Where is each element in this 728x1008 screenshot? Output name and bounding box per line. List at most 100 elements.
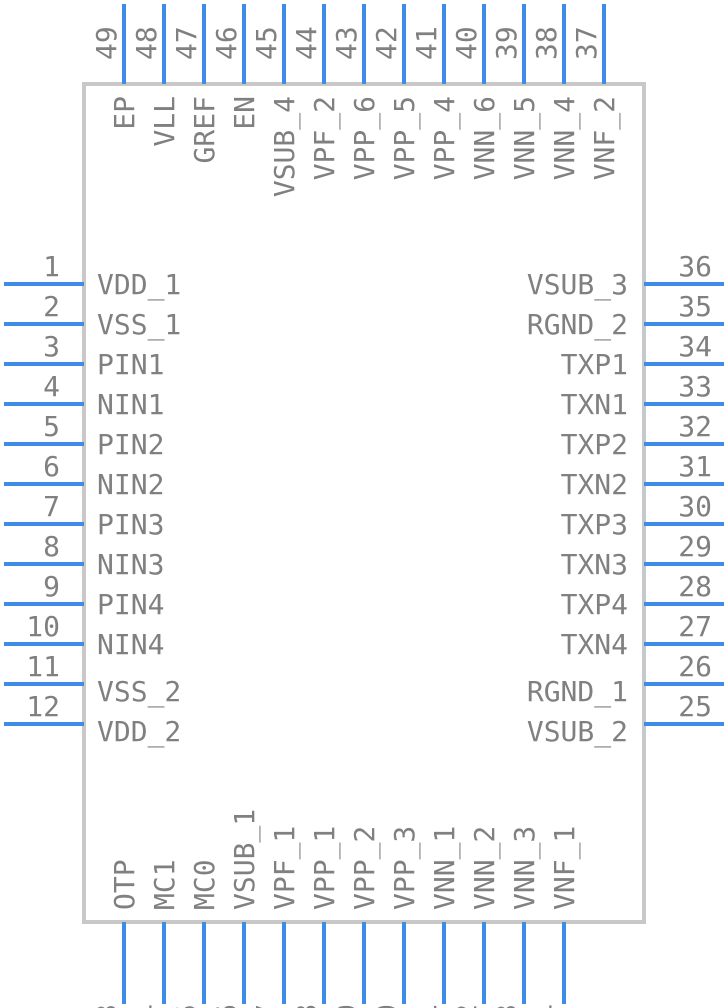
pin-number-17: 17 xyxy=(250,1004,283,1008)
pin-number-10: 10 xyxy=(26,610,60,643)
pin-label-31: TXN2 xyxy=(561,468,628,501)
pin-label-2: VSS_1 xyxy=(97,308,181,342)
pin-number-13: 13 xyxy=(90,1004,123,1008)
pin-number-30: 30 xyxy=(678,490,712,523)
pin-number-41: 41 xyxy=(410,26,443,60)
pin-number-19: 19 xyxy=(330,1004,363,1008)
pin-label-16: VSUB_1 xyxy=(228,809,262,910)
pin-number-38: 38 xyxy=(530,26,563,60)
pin-label-46: EN xyxy=(228,96,261,130)
pin-label-6: NIN2 xyxy=(97,468,164,501)
pin-label-42: VPP_5 xyxy=(388,96,422,180)
pin-number-7: 7 xyxy=(43,490,60,523)
pin-number-24: 24 xyxy=(530,1004,563,1008)
pin-number-22: 22 xyxy=(450,1004,483,1008)
pin-label-33: TXN1 xyxy=(561,388,628,421)
pin-number-49: 49 xyxy=(90,26,123,60)
pin-label-20: VPP_3 xyxy=(388,826,422,910)
pin-number-3: 3 xyxy=(43,330,60,363)
pin-number-31: 31 xyxy=(678,450,712,483)
pin-number-29: 29 xyxy=(678,530,712,563)
pin-label-47: GREF xyxy=(188,96,221,163)
pin-label-22: VNN_2 xyxy=(468,826,502,910)
pin-label-1: VDD_1 xyxy=(97,268,181,302)
pin-number-25: 25 xyxy=(678,690,712,723)
pin-label-9: PIN4 xyxy=(97,588,164,621)
pin-number-43: 43 xyxy=(330,26,363,60)
pin-number-23: 23 xyxy=(490,1004,523,1008)
pin-number-18: 18 xyxy=(290,1004,323,1008)
pin-label-4: NIN1 xyxy=(97,388,164,421)
pin-label-15: MC0 xyxy=(188,859,221,910)
pin-label-32: TXP2 xyxy=(561,428,628,461)
pin-label-29: TXN3 xyxy=(561,548,628,581)
pin-number-39: 39 xyxy=(490,26,523,60)
pin-label-10: NIN4 xyxy=(97,628,164,661)
pin-number-33: 33 xyxy=(678,370,712,403)
pin-number-14: 14 xyxy=(130,1004,163,1008)
pin-number-9: 9 xyxy=(43,570,60,603)
pin-label-12: VDD_2 xyxy=(97,715,181,749)
pin-label-19: VPP_2 xyxy=(348,826,382,910)
pin-number-26: 26 xyxy=(678,650,712,683)
pin-label-23: VNN_3 xyxy=(508,826,542,910)
pin-label-44: VPF_2 xyxy=(308,96,342,180)
pin-label-14: MC1 xyxy=(148,859,181,910)
pin-number-11: 11 xyxy=(26,650,60,683)
pin-label-45: VSUB_4 xyxy=(268,96,302,197)
pin-label-18: VPP_1 xyxy=(308,826,342,910)
pin-label-39: VNN_5 xyxy=(508,96,542,180)
pin-number-6: 6 xyxy=(43,450,60,483)
pin-label-28: TXP4 xyxy=(561,588,628,621)
pin-number-21: 21 xyxy=(410,1004,443,1008)
pin-number-47: 47 xyxy=(170,26,203,60)
pin-label-17: VPF_1 xyxy=(268,826,302,910)
pin-number-2: 2 xyxy=(43,290,60,323)
pin-label-40: VNN_6 xyxy=(468,96,502,180)
pin-number-37: 37 xyxy=(570,26,603,60)
pin-label-24: VNF_1 xyxy=(548,826,582,910)
pin-number-36: 36 xyxy=(678,250,712,283)
pin-label-49: EP xyxy=(108,96,141,130)
pin-number-34: 34 xyxy=(678,330,712,363)
pin-label-35: RGND_2 xyxy=(527,308,628,342)
pin-label-43: VPP_6 xyxy=(348,96,382,180)
pin-label-26: RGND_1 xyxy=(527,675,628,709)
pin-number-44: 44 xyxy=(290,26,323,60)
pin-label-38: VNN_4 xyxy=(548,96,582,180)
pin-number-27: 27 xyxy=(678,610,712,643)
pin-label-3: PIN1 xyxy=(97,348,164,381)
pin-label-7: PIN3 xyxy=(97,508,164,541)
pin-number-28: 28 xyxy=(678,570,712,603)
pin-number-20: 20 xyxy=(370,1004,403,1008)
pin-label-48: VLL xyxy=(148,96,181,147)
pin-label-30: TXP3 xyxy=(561,508,628,541)
pin-label-13: OTP xyxy=(108,859,141,910)
pin-number-1: 1 xyxy=(43,250,60,283)
pin-number-8: 8 xyxy=(43,530,60,563)
pin-number-5: 5 xyxy=(43,410,60,443)
pin-label-5: PIN2 xyxy=(97,428,164,461)
pin-number-32: 32 xyxy=(678,410,712,443)
pin-label-37: VNF_2 xyxy=(588,96,622,180)
pin-number-16: 16 xyxy=(210,1004,243,1008)
pin-number-42: 42 xyxy=(370,26,403,60)
pin-label-36: VSUB_3 xyxy=(527,268,628,302)
pin-label-27: TXN4 xyxy=(561,628,628,661)
pin-label-21: VNN_1 xyxy=(428,826,462,910)
pin-number-35: 35 xyxy=(678,290,712,323)
pin-label-41: VPP_4 xyxy=(428,96,462,180)
pin-number-40: 40 xyxy=(450,26,483,60)
pin-number-12: 12 xyxy=(26,690,60,723)
pin-label-11: VSS_2 xyxy=(97,675,181,709)
ic-body-outline xyxy=(82,82,646,924)
pin-number-45: 45 xyxy=(250,26,283,60)
pin-label-8: NIN3 xyxy=(97,548,164,581)
pin-number-48: 48 xyxy=(130,26,163,60)
pin-number-4: 4 xyxy=(43,370,60,403)
pin-number-46: 46 xyxy=(210,26,243,60)
pin-number-15: 15 xyxy=(170,1004,203,1008)
pin-label-25: VSUB_2 xyxy=(527,715,628,749)
